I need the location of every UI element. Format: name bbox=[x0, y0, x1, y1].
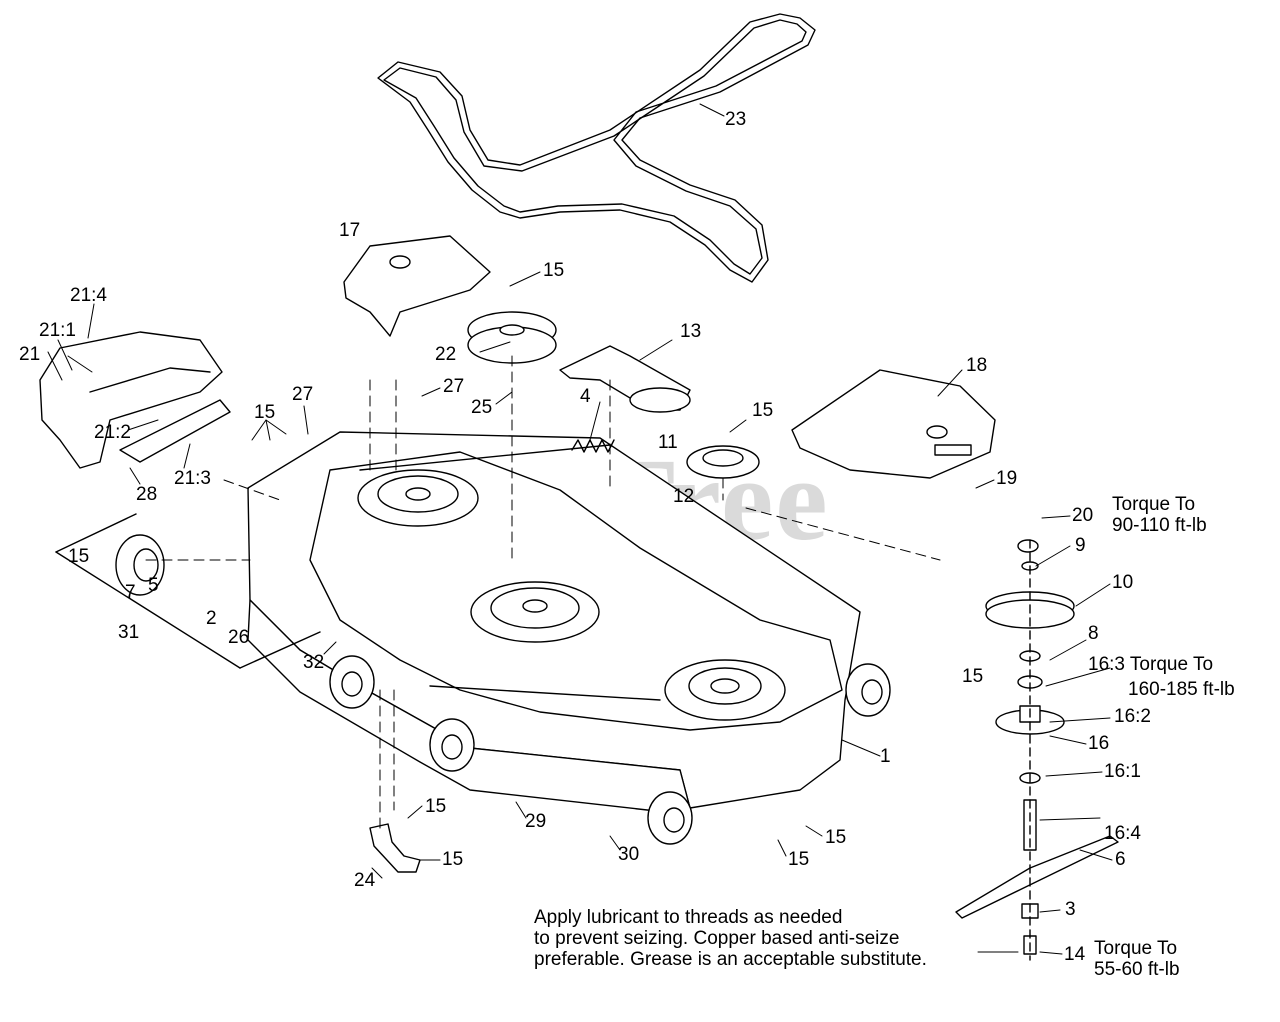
deck-wheels bbox=[329, 655, 891, 845]
belt-cover-left bbox=[39, 331, 231, 469]
callout-15: 15 bbox=[68, 546, 90, 567]
torque-note-line: 90-110 ft-lb bbox=[1112, 515, 1207, 536]
callout-4: 4 bbox=[580, 386, 591, 407]
callout-30: 30 bbox=[618, 844, 640, 865]
callout-27: 27 bbox=[443, 376, 465, 397]
lubricant-note-line: Apply lubricant to threads as needed bbox=[534, 907, 843, 928]
callout-15: 15 bbox=[825, 827, 847, 848]
idler-arm-13 bbox=[559, 345, 691, 413]
callout-16-2: 16:2 bbox=[1114, 706, 1151, 727]
shield-18 bbox=[791, 369, 996, 479]
spindle-assembly bbox=[955, 539, 1119, 961]
callout-25: 25 bbox=[471, 397, 493, 418]
callout-11: 11 bbox=[658, 432, 678, 453]
callout-15: 15 bbox=[788, 849, 810, 870]
idler-pulley-22 bbox=[467, 311, 557, 364]
callout-18: 18 bbox=[966, 355, 988, 376]
callout-16-3: 16:3 Torque To bbox=[1088, 655, 1213, 675]
callout-16-4: 16:4 bbox=[1104, 823, 1141, 844]
callout-13: 13 bbox=[680, 321, 702, 342]
callout-12: 12 bbox=[673, 486, 695, 507]
callout-1: 1 bbox=[880, 746, 891, 767]
spring-4 bbox=[571, 439, 615, 453]
callout-23: 23 bbox=[725, 109, 747, 130]
gauge-wheel bbox=[55, 513, 321, 669]
torque-note-line: 55-60 ft-lb bbox=[1094, 959, 1180, 980]
callout-2: 2 bbox=[206, 608, 217, 629]
callout-21-1: 21:1 bbox=[39, 320, 76, 341]
callout-28: 28 bbox=[136, 484, 158, 505]
callout-17: 17 bbox=[339, 220, 361, 241]
callout-32: 32 bbox=[303, 652, 325, 673]
callout-16-3-number: 16:3 bbox=[1088, 654, 1125, 675]
callout-15: 15 bbox=[962, 666, 984, 687]
torque-note-line: Torque To bbox=[1112, 494, 1196, 515]
callout-6: 6 bbox=[1115, 849, 1126, 870]
lubricant-note-line: preferable. Grease is an acceptable subs… bbox=[534, 949, 927, 970]
callout-27: 27 bbox=[292, 384, 314, 405]
callout-9: 9 bbox=[1075, 535, 1086, 556]
torque-note-blade-bolt: Torque To 55-60 ft-lb bbox=[1094, 938, 1180, 980]
alignment-lines bbox=[145, 355, 941, 829]
callout-24: 24 bbox=[354, 870, 376, 891]
callout-22: 22 bbox=[435, 344, 457, 365]
callout-15: 15 bbox=[543, 260, 565, 281]
lubricant-note-line: to prevent seizing. Copper based anti-se… bbox=[534, 928, 900, 949]
torque-note-spindle-nut: Torque To 90-110 ft-lb bbox=[1112, 494, 1207, 536]
anti-scalp-24 bbox=[369, 823, 421, 873]
callout-15: 15 bbox=[752, 400, 774, 421]
callout-19: 19 bbox=[996, 468, 1018, 489]
callout-15: 15 bbox=[425, 796, 447, 817]
drive-belt bbox=[377, 13, 816, 283]
callout-31: 31 bbox=[118, 622, 140, 643]
callout-5: 5 bbox=[148, 575, 159, 596]
callout-20: 20 bbox=[1072, 505, 1094, 526]
shield-17 bbox=[343, 235, 491, 337]
callout-29: 29 bbox=[525, 811, 547, 832]
callout-7: 7 bbox=[125, 582, 136, 603]
callout-16-1: 16:1 bbox=[1104, 761, 1141, 782]
callout-16: 16 bbox=[1088, 733, 1110, 754]
torque-note-housing-line2: 160-185 ft-lb bbox=[1128, 679, 1235, 700]
callout-26: 26 bbox=[228, 627, 250, 648]
deck-pulleys bbox=[357, 469, 786, 721]
callout-21-2: 21:2 bbox=[94, 422, 131, 443]
callout-15: 15 bbox=[254, 402, 276, 423]
callout-10: 10 bbox=[1112, 572, 1134, 593]
idler-pulley-11 bbox=[686, 445, 760, 479]
callout-21-3: 21:3 bbox=[174, 468, 211, 489]
callout-21-4: 21:4 bbox=[70, 285, 107, 306]
callout-8: 8 bbox=[1088, 623, 1099, 644]
callout-3: 3 bbox=[1065, 899, 1076, 920]
leader-lines bbox=[47, 103, 1113, 955]
callout-21: 21 bbox=[19, 344, 41, 365]
lubricant-note: Apply lubricant to threads as needed to … bbox=[534, 907, 927, 970]
callout-15: 15 bbox=[442, 849, 464, 870]
callout-14: 14 bbox=[1064, 944, 1086, 965]
torque-note-housing-line1: Torque To bbox=[1129, 654, 1214, 675]
torque-note-line: Torque To bbox=[1094, 938, 1178, 959]
